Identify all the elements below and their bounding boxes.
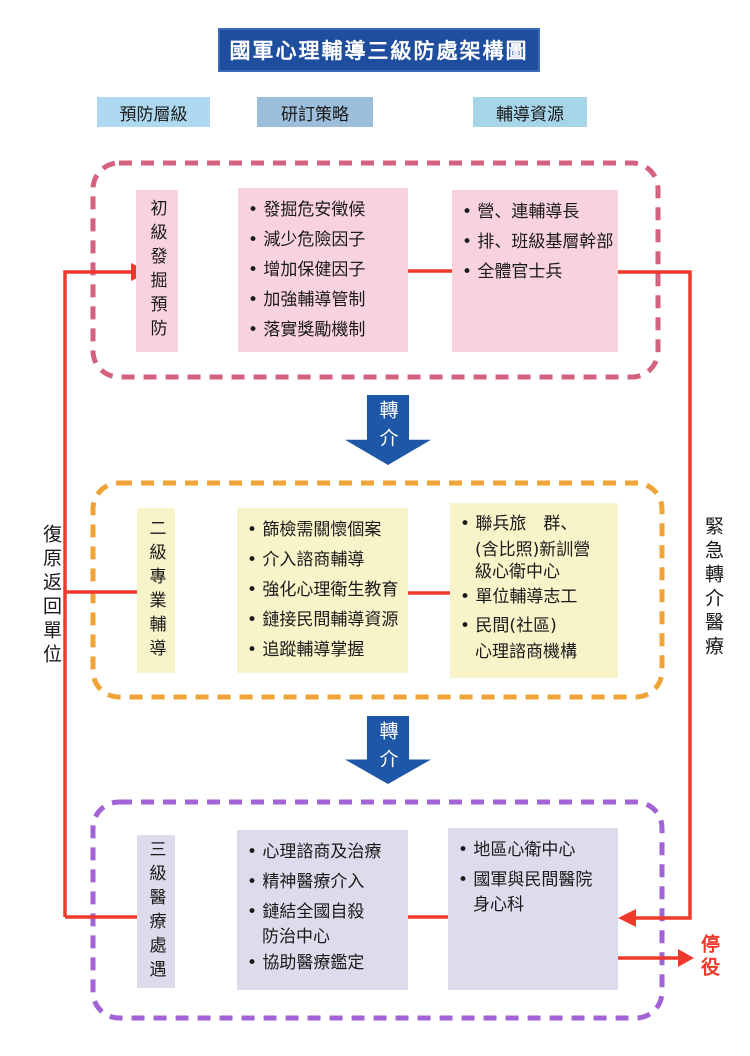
tier3-level-box: 三級醫療處遇 (137, 835, 175, 988)
list-line: (含比照)新訓營 (475, 540, 591, 560)
emergency-referral-line (618, 270, 692, 920)
discharge-arrowhead-icon (678, 949, 694, 967)
tier3-dashed-border (90, 799, 665, 1021)
tier1-resources-box: • 營、連輔導長 • 排、班級基層幹部 • 全體官士兵 (452, 190, 618, 352)
tier3-resources-box: • 地區心衛中心 • 國軍與民間醫院身心科 (448, 828, 618, 990)
tier1-dashed-border (90, 160, 661, 380)
recovery-return-text: 復原返回單位 (40, 524, 62, 668)
discharge-label: 停役 (696, 934, 722, 994)
list-line: • 追蹤輔導掌握 (247, 640, 365, 660)
tier2-level-box: 二級專業輔導 (137, 508, 175, 673)
list-line: • 加強輔導管制 (248, 290, 366, 310)
transfer-down-arrow-2: 轉介 (345, 716, 431, 784)
list-line: • 精神醫療介入 (247, 872, 365, 892)
list-line: • 落實獎勵機制 (248, 320, 366, 340)
tier1-strategies-box: • 發掘危安徵候 • 減少危險因子 • 增加保健因子 • 加強輔導管制 • 落實獎勵機制 (238, 188, 408, 352)
tier1-level-label: 初級發掘預防 (146, 199, 167, 343)
transfer-arrow-1-label: 轉介 (376, 400, 399, 456)
transfer-down-arrow-1: 轉介 (345, 395, 431, 465)
tier2-strategies-box: • 篩檢需關懷個案 • 介入諮商輔導 • 強化心理衛生教育 • 鏈接民間輔導資源 • 追… (237, 508, 408, 673)
tier1-level-box: 初級發掘預防 (136, 190, 178, 352)
recovery-return-line (63, 270, 137, 919)
list-line: • 介入諮商輔導 (247, 550, 365, 570)
list-line: 心理諮商機構 (475, 642, 577, 662)
list-line: • 鏈結全國自殺 (247, 902, 365, 922)
list-line: • 發掘危安徵候 (248, 200, 366, 220)
transfer-arrow-2-label: 轉介 (376, 721, 399, 777)
tier2-level-label: 二級專業輔導 (145, 518, 166, 663)
recovery-return-label: 復原返回單位 (38, 524, 66, 684)
tier2-dashed-border (90, 480, 665, 700)
list-line: • 國軍與民間醫院 (458, 870, 593, 890)
column-header-resources: 輔導資源 (473, 97, 587, 127)
list-line: • 單位輔導志工 (460, 587, 578, 607)
list-line: • 排、班級基層幹部 (462, 232, 614, 252)
list-line: 級心衛中心 (475, 562, 560, 582)
diagram-title: 國軍心理輔導三級防處架構圖 (218, 28, 540, 72)
emergency-referral-label: 緊急轉介醫療 (700, 516, 728, 684)
list-line: • 聯兵旅 群、 (460, 514, 578, 534)
column-header-prevention-level: 預防層級 (97, 97, 210, 127)
list-line: • 全體官士兵 (462, 262, 563, 282)
list-line: • 地區心衛中心 (458, 840, 576, 860)
tier3-strategies-box: • 心理諮商及治療 • 精神醫療介入 • 鏈結全國自殺防治中心 • 協助醫療鑑定 (237, 830, 408, 990)
list-line: • 營、連輔導長 (462, 202, 580, 222)
tier2-resources-box: • 聯兵旅 群、 (含比照)新訓營級心衛中心 • 單位輔導志工 • 民間(社區) 心理諮… (450, 503, 618, 678)
list-line: • 減少危險因子 (248, 230, 366, 250)
list-line: • 篩檢需關懷個案 (247, 520, 382, 540)
emergency-referral-text: 緊急轉介醫療 (702, 516, 724, 660)
list-line: • 協助醫療鑑定 (247, 953, 365, 973)
tier3-level-label: 三級醫療處遇 (145, 839, 166, 984)
column-header-strategy: 研訂策略 (257, 97, 373, 127)
list-line: 身心科 (473, 895, 524, 915)
list-line: 防治中心 (262, 927, 330, 947)
list-line: • 心理諮商及治療 (247, 842, 382, 862)
emergency-arrowhead-icon (618, 909, 636, 927)
list-line: • 民間(社區) (460, 616, 557, 636)
list-line: • 鏈接民間輔導資源 (247, 610, 399, 630)
discharge-text: 停役 (698, 934, 720, 980)
list-line: • 強化心理衛生教育 (247, 580, 399, 600)
list-line: • 增加保健因子 (248, 260, 366, 280)
